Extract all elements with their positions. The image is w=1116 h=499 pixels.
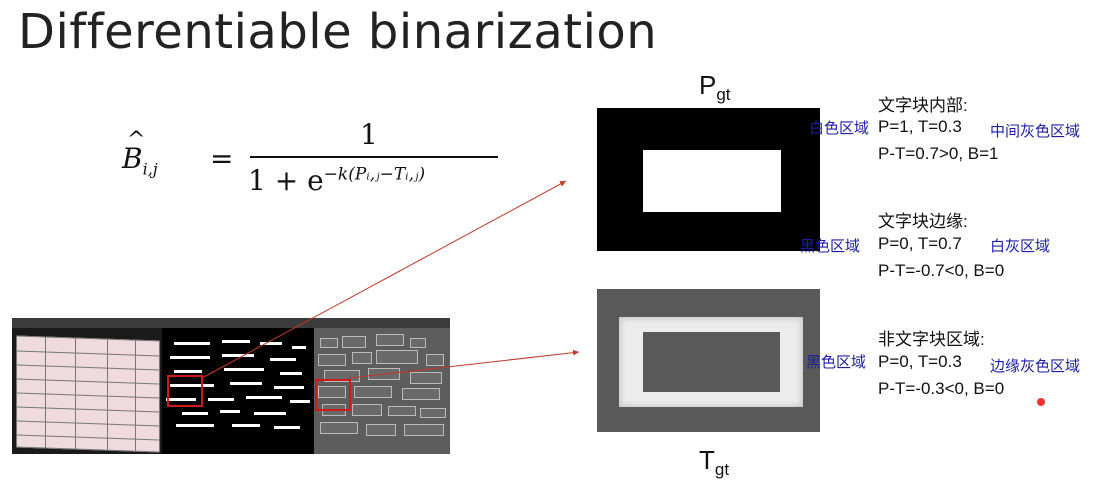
formula-equals: = — [210, 142, 234, 175]
highlight-box-probability — [167, 375, 203, 407]
tgt-label-sub: gt — [714, 460, 730, 480]
outside-region-right: 边缘灰色区域 — [990, 358, 1081, 375]
formula-lhs-symbol: B — [122, 142, 143, 175]
tgt-threshold-map — [597, 289, 820, 432]
input-table-image — [12, 328, 162, 454]
edge-values: P=0, T=0.7 — [878, 234, 962, 253]
outside-values: P=0, T=0.3 — [878, 352, 962, 371]
inside-values: P=1, T=0.3 — [878, 117, 962, 136]
pgt-label-sub: gt — [716, 85, 731, 105]
formula-lhs: ^Bi,j — [122, 128, 158, 179]
tgt-label: Tgt — [699, 445, 729, 480]
formula-lhs-subscript: i,j — [142, 159, 158, 179]
pgt-label: Pgt — [699, 70, 731, 105]
slide-title: Differentiable binarization — [18, 4, 658, 60]
edge-region-left: 黑色区域 — [800, 238, 861, 255]
binarization-formula: ^Bi,j = 1 1 + e−k(Pᵢ,ⱼ−Tᵢ,ⱼ) — [120, 112, 498, 202]
tgt-border-region — [619, 317, 803, 407]
outside-title: 非文字块区域: — [878, 330, 985, 349]
arrow-to-tgt — [349, 349, 580, 379]
example-image-strip — [12, 318, 450, 454]
highlight-box-threshold — [315, 379, 351, 411]
inside-title: 文字块内部: — [878, 96, 968, 115]
probability-map-image — [162, 328, 314, 454]
arrow-to-pgt — [201, 180, 567, 379]
edge-region-right: 白灰区域 — [990, 238, 1051, 255]
formula-denominator: 1 + e−k(Pᵢ,ⱼ−Tᵢ,ⱼ) — [248, 164, 425, 197]
formula-hat: ^ — [127, 128, 146, 153]
formula-denominator-base: 1 + e — [248, 164, 324, 197]
threshold-map-image — [314, 328, 450, 454]
edge-title: 文字块边缘: — [878, 212, 968, 231]
tgt-label-letter: T — [699, 445, 715, 475]
image-strip-toolbar — [12, 318, 450, 328]
inside-region-right: 中间灰色区域 — [990, 123, 1081, 140]
pgt-text-region — [643, 150, 781, 212]
outside-result: P-T=-0.3<0, B=0 — [878, 379, 1005, 398]
formula-numerator: 1 — [360, 118, 378, 151]
inside-result: P-T=0.7>0, B=1 — [878, 144, 999, 163]
formula-denominator-exponent: −k(Pᵢ,ⱼ−Tᵢ,ⱼ) — [323, 164, 426, 185]
inside-region-left: 白色区域 — [809, 120, 870, 137]
pgt-label-letter: P — [699, 70, 717, 100]
pgt-probability-map — [597, 108, 820, 251]
laser-pointer-dot — [1037, 398, 1045, 406]
outside-region-left: 黑色区域 — [806, 354, 867, 371]
formula-fraction-bar — [250, 156, 498, 158]
tgt-inner-region — [643, 332, 780, 392]
edge-result: P-T=-0.7<0, B=0 — [878, 261, 1005, 280]
